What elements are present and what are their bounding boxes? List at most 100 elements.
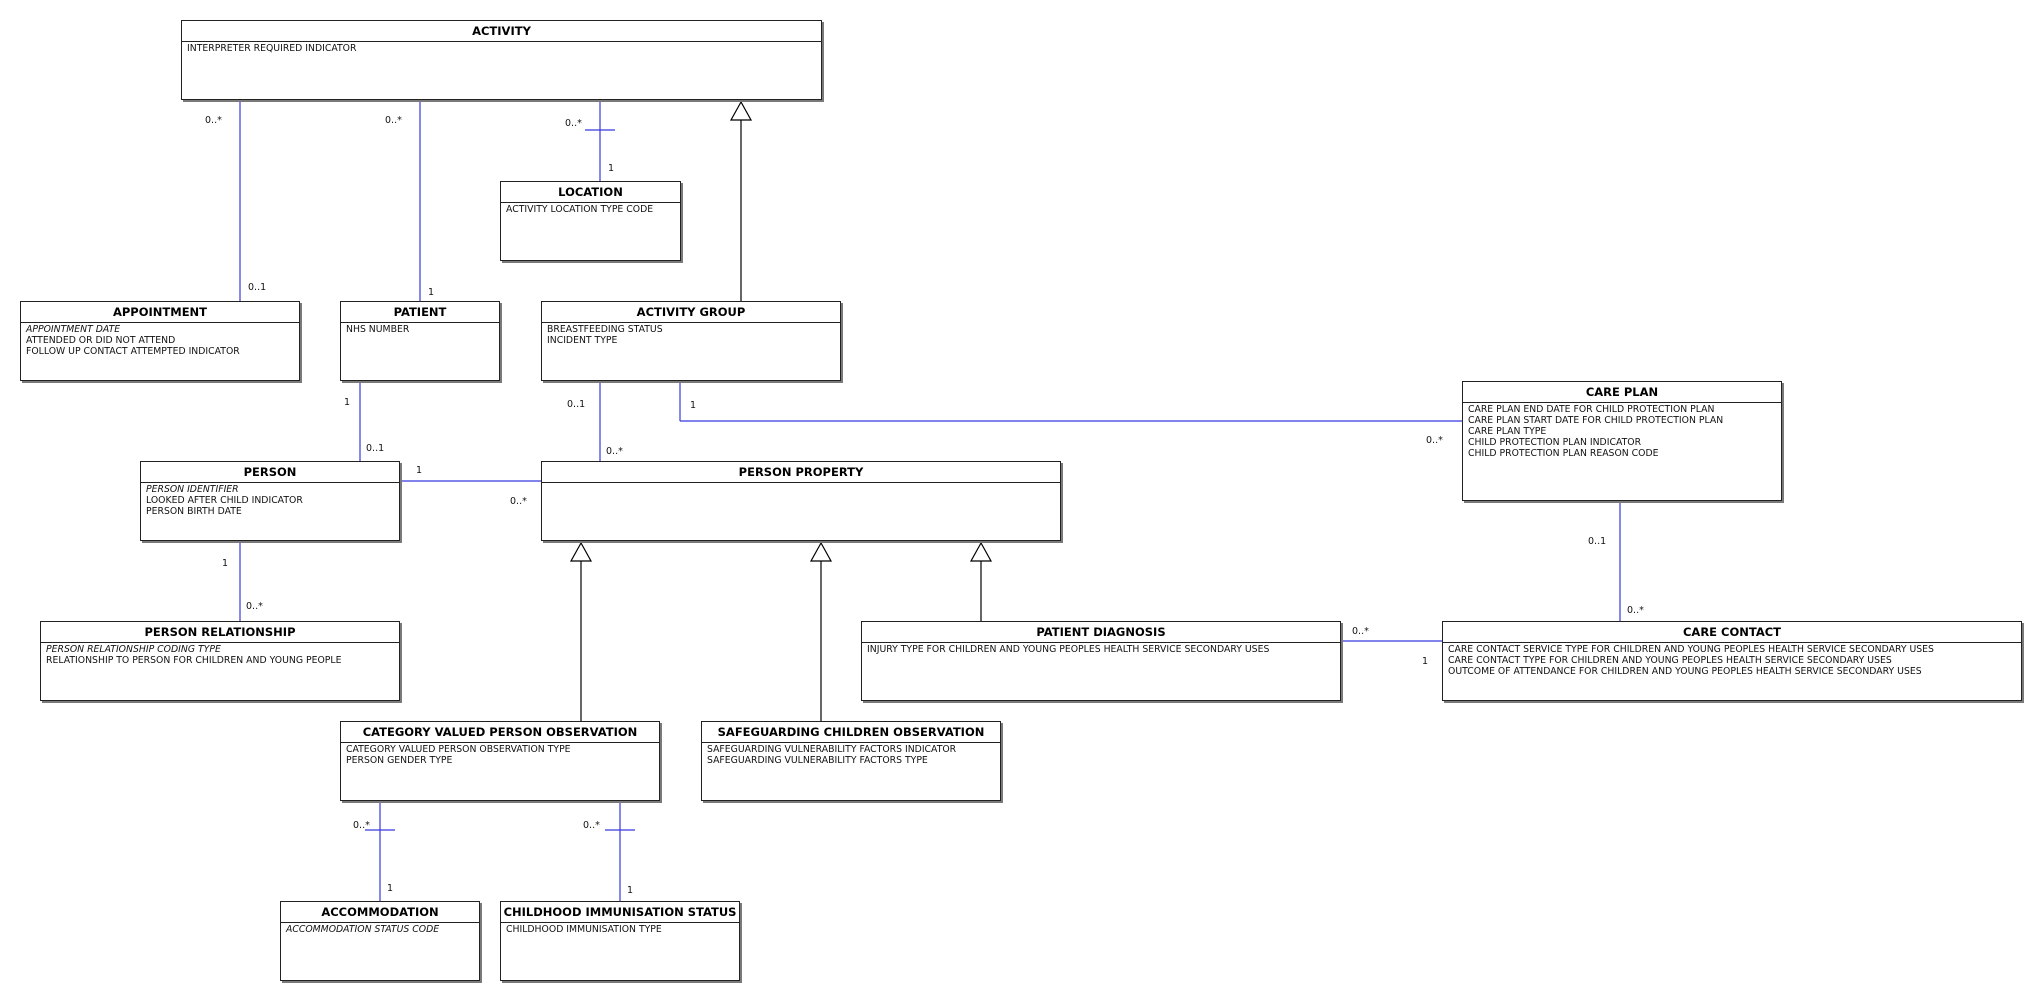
entity-attribute: CARE PLAN START DATE FOR CHILD PROTECTIO… xyxy=(1468,415,1724,426)
entity-attribute: INTERPRETER REQUIRED INDICATOR xyxy=(187,43,357,54)
entity-title: CARE PLAN xyxy=(1463,382,1781,403)
multiplicity-label: 1 xyxy=(1422,656,1429,667)
generalization-arrowhead xyxy=(969,541,993,562)
entity-attribute: NHS NUMBER xyxy=(346,324,410,335)
multiplicity-label: 0..1 xyxy=(1588,536,1607,547)
entity-attribute: RELATIONSHIP TO PERSON FOR CHILDREN AND … xyxy=(46,655,342,666)
generalization-arrowhead xyxy=(809,541,833,562)
multiplicity-label: 0..* xyxy=(565,118,582,129)
generalization-arrowhead xyxy=(729,100,753,121)
multiplicity-label: 1 xyxy=(627,885,634,896)
entity-title: ACTIVITY xyxy=(182,21,821,42)
entity-title: PATIENT DIAGNOSIS xyxy=(862,622,1340,643)
entity-title: PERSON RELATIONSHIP xyxy=(41,622,399,643)
entity-attribute: ACTIVITY LOCATION TYPE CODE xyxy=(506,204,654,215)
entity-attribute: CHILD PROTECTION PLAN REASON CODE xyxy=(1468,448,1659,459)
entity-attribute: CARE CONTACT TYPE FOR CHILDREN AND YOUNG… xyxy=(1448,655,1892,666)
entity-person-property[interactable]: PERSON PROPERTY xyxy=(541,461,1061,541)
entity-title: PERSON PROPERTY xyxy=(542,462,1060,483)
entity-attributes: CARE PLAN END DATE FOR CHILD PROTECTION … xyxy=(1463,403,1781,460)
entity-title: LOCATION xyxy=(501,182,680,203)
entity-attribute: CARE PLAN END DATE FOR CHILD PROTECTION … xyxy=(1468,404,1715,415)
entity-key-attribute: PERSON RELATIONSHIP CODING TYPE xyxy=(46,644,221,655)
entity-title: CARE CONTACT xyxy=(1443,622,2021,643)
multiplicity-label: 0..1 xyxy=(248,282,267,293)
entity-attribute: INCIDENT TYPE xyxy=(547,335,618,346)
multiplicity-label: 1 xyxy=(416,465,423,476)
entity-attribute: ATTENDED OR DID NOT ATTEND xyxy=(26,335,176,346)
multiplicity-label: 0..* xyxy=(510,496,527,507)
multiplicity-label: 0..* xyxy=(606,446,623,457)
entity-attribute: SAFEGUARDING VULNERABILITY FACTORS TYPE xyxy=(707,755,928,766)
entity-attributes: SAFEGUARDING VULNERABILITY FACTORS INDIC… xyxy=(702,743,1000,767)
multiplicity-label: 0..1 xyxy=(366,443,385,454)
entity-attribute: CARE CONTACT SERVICE TYPE FOR CHILDREN A… xyxy=(1448,644,1934,655)
multiplicity-label: 1 xyxy=(387,883,394,894)
multiplicity-label: 0..* xyxy=(353,820,370,831)
multiplicity-label: 1 xyxy=(608,163,615,174)
entity-title: SAFEGUARDING CHILDREN OBSERVATION xyxy=(702,722,1000,743)
multiplicity-label: 0..* xyxy=(1352,626,1369,637)
entity-attributes: ACTIVITY LOCATION TYPE CODE xyxy=(501,203,680,216)
entity-key-attribute: APPOINTMENT DATE xyxy=(26,324,121,335)
entity-attributes: NHS NUMBER xyxy=(341,323,499,336)
entity-attributes: ACCOMMODATION STATUS CODE xyxy=(281,923,479,936)
multiplicity-label: 0..* xyxy=(1426,435,1443,446)
multiplicity-label: 0..* xyxy=(1627,605,1644,616)
entity-attributes: INTERPRETER REQUIRED INDICATOR xyxy=(182,42,821,55)
generalization-arrowhead xyxy=(569,541,593,562)
multiplicity-label: 1 xyxy=(222,558,229,569)
entity-title: PATIENT xyxy=(341,302,499,323)
entity-attribute: PERSON BIRTH DATE xyxy=(146,506,242,517)
entity-attributes: CHILDHOOD IMMUNISATION TYPE xyxy=(501,923,739,936)
entity-attributes: INJURY TYPE FOR CHILDREN AND YOUNG PEOPL… xyxy=(862,643,1340,656)
entity-attribute: CARE PLAN TYPE xyxy=(1468,426,1547,437)
entity-attribute: SAFEGUARDING VULNERABILITY FACTORS INDIC… xyxy=(707,744,957,755)
multiplicity-label: 0..* xyxy=(246,601,263,612)
multiplicity-label: 0..1 xyxy=(567,399,586,410)
entity-key-attribute: ACCOMMODATION STATUS CODE xyxy=(286,924,440,935)
entity-title: ACTIVITY GROUP xyxy=(542,302,840,323)
association-lines xyxy=(239,102,1621,901)
entity-attribute: BREASTFEEDING STATUS xyxy=(547,324,663,335)
entity-title: PERSON xyxy=(141,462,399,483)
entity-title: CHILDHOOD IMMUNISATION STATUS xyxy=(501,902,739,923)
multiplicity-label: 1 xyxy=(690,400,697,411)
multiplicity-label: 0..* xyxy=(205,115,222,126)
entity-key-attribute: PERSON IDENTIFIER xyxy=(146,484,239,495)
entity-attribute: OUTCOME OF ATTENDANCE FOR CHILDREN AND Y… xyxy=(1448,666,1922,677)
entity-title: APPOINTMENT xyxy=(21,302,299,323)
entity-attribute: FOLLOW UP CONTACT ATTEMPTED INDICATOR xyxy=(26,346,240,357)
entity-attribute: CHILD PROTECTION PLAN INDICATOR xyxy=(1468,437,1642,448)
multiplicity-label: 0..* xyxy=(583,820,600,831)
entity-attribute: INJURY TYPE FOR CHILDREN AND YOUNG PEOPL… xyxy=(867,644,1270,655)
entity-attribute: CHILDHOOD IMMUNISATION TYPE xyxy=(506,924,662,935)
entity-attributes xyxy=(542,483,1060,485)
entity-attribute: PERSON GENDER TYPE xyxy=(346,755,453,766)
entity-attribute: LOOKED AFTER CHILD INDICATOR xyxy=(146,495,303,506)
entity-attributes: CARE CONTACT SERVICE TYPE FOR CHILDREN A… xyxy=(1443,643,2021,678)
generalization-lines xyxy=(569,100,993,721)
multiplicity-label: 1 xyxy=(428,287,435,298)
multiplicity-label: 1 xyxy=(344,397,351,408)
entity-title: CATEGORY VALUED PERSON OBSERVATION xyxy=(341,722,659,743)
